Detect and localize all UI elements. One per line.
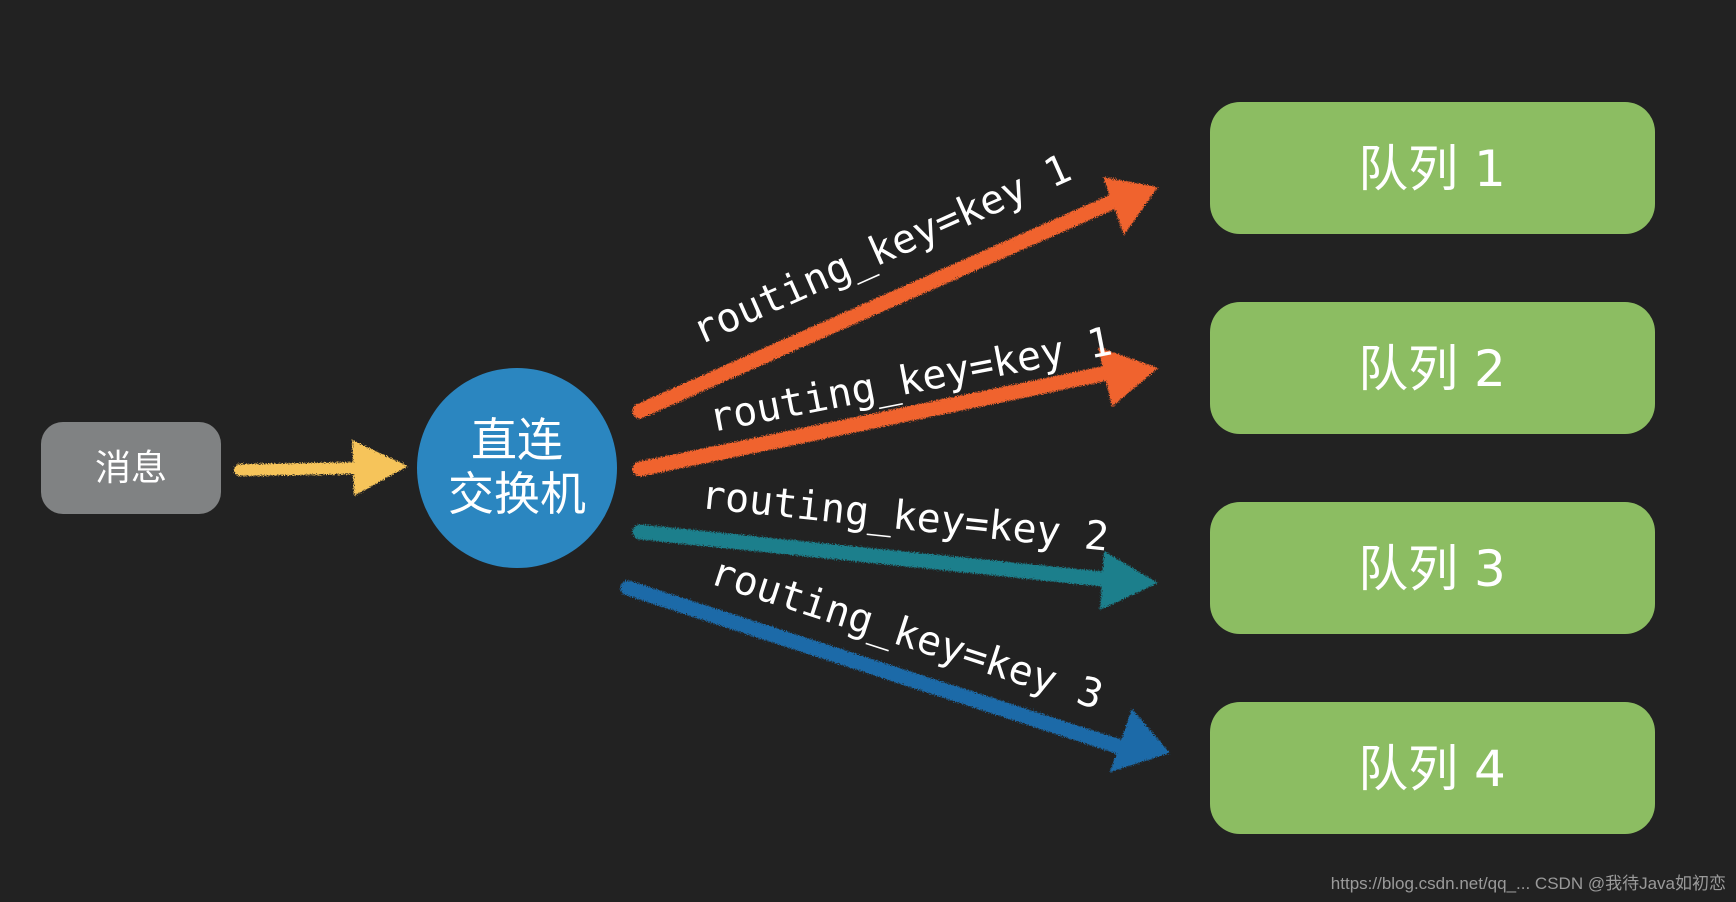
route-arrow-1 <box>632 177 1158 419</box>
queue-4: 队列 4 <box>1210 702 1655 834</box>
queue-label: 队列 2 <box>1358 340 1506 398</box>
queue-box <box>1210 502 1655 634</box>
exchange-label-line1: 直连 <box>471 413 563 467</box>
exchange-node: 直连 交换机 <box>417 368 617 568</box>
exchange-circle <box>417 368 617 568</box>
queue-label: 队列 4 <box>1358 740 1506 798</box>
message-to-exchange-arrow <box>234 440 408 496</box>
message-label: 消息 <box>95 448 167 489</box>
watermark: https://blog.csdn.net/qq_... CSDN @我待Jav… <box>1330 874 1726 893</box>
exchange-label-line2: 交换机 <box>448 467 586 521</box>
queue-1: 队列 1 <box>1210 102 1655 234</box>
route-arrow-2 <box>632 347 1158 477</box>
queue-box <box>1210 302 1655 434</box>
route-arrow-4 <box>620 580 1170 772</box>
queue-box <box>1210 102 1655 234</box>
queue-box <box>1210 702 1655 834</box>
queue-3: 队列 3 <box>1210 502 1655 634</box>
queue-2: 队列 2 <box>1210 302 1655 434</box>
message-node: 消息 <box>41 422 221 514</box>
queue-label: 队列 1 <box>1358 140 1506 198</box>
queue-label: 队列 3 <box>1358 540 1506 598</box>
route-arrow-3 <box>632 524 1158 610</box>
message-box <box>41 422 221 514</box>
